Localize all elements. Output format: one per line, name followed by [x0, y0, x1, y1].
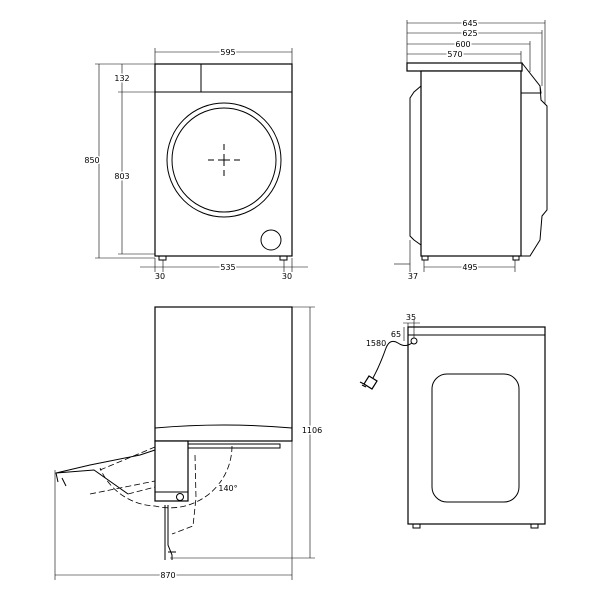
back-foot-right	[530, 523, 539, 529]
dim-panel-height: 132	[114, 74, 129, 83]
top-body	[154, 306, 293, 442]
foot-rear	[421, 255, 429, 261]
front-edge	[154, 424, 293, 429]
dim-feet-spacing: 535	[220, 263, 235, 272]
dim-cord-offset-y: 65	[391, 330, 401, 339]
dim-body-height: 803	[114, 172, 129, 181]
door-angle-label: 140°	[218, 484, 237, 493]
dim-total-depth: 870	[160, 571, 175, 580]
dim-cord-offset-x: 35	[406, 313, 416, 322]
door-open	[154, 440, 189, 502]
plug-icon	[359, 375, 378, 390]
front-door-profile	[521, 62, 548, 257]
dim-foot-right: 30	[282, 272, 292, 281]
center-cross	[208, 144, 240, 176]
dim-depth-door: 625	[462, 29, 477, 38]
back-view: 35 65 1580	[359, 313, 546, 529]
door-outer-ring	[166, 102, 282, 218]
door-path-dashed	[171, 454, 197, 535]
back-foot-left	[412, 523, 421, 529]
back-body	[407, 326, 546, 525]
back-panel	[431, 373, 520, 503]
filter-cover	[260, 229, 282, 251]
door-open-view: 140° 1106 870	[54, 306, 324, 582]
top-plate	[406, 62, 523, 72]
door-open-outline	[55, 449, 156, 495]
foot-front	[512, 255, 520, 261]
dim-depth-total: 645	[462, 19, 477, 28]
door-open-dashed	[89, 446, 156, 495]
foot-right	[279, 255, 288, 261]
door-closed-outline	[188, 443, 281, 449]
front-view: 595 850 132 803 535 30 30	[83, 47, 308, 281]
dim-back-offset: 37	[408, 272, 418, 281]
side-body	[420, 70, 522, 257]
dim-foot-left: 30	[155, 272, 165, 281]
rear-profile	[409, 85, 422, 246]
hinge-circle	[176, 493, 184, 501]
door-glass	[171, 107, 277, 213]
side-view: 645 625 600 570 37 495	[394, 18, 548, 281]
dim-side-feet-spacing: 495	[462, 263, 477, 272]
dim-width: 595	[220, 48, 235, 57]
dim-height: 850	[84, 156, 99, 165]
door-edge-lines	[164, 505, 176, 560]
dim-cord-length: 1580	[366, 339, 386, 348]
dim-total-height: 1106	[302, 426, 322, 435]
foot-left	[158, 255, 167, 261]
dim-depth-body: 570	[447, 50, 462, 59]
power-cord	[372, 340, 413, 379]
swing-arc	[99, 445, 233, 509]
dim-depth-top: 600	[455, 40, 470, 49]
